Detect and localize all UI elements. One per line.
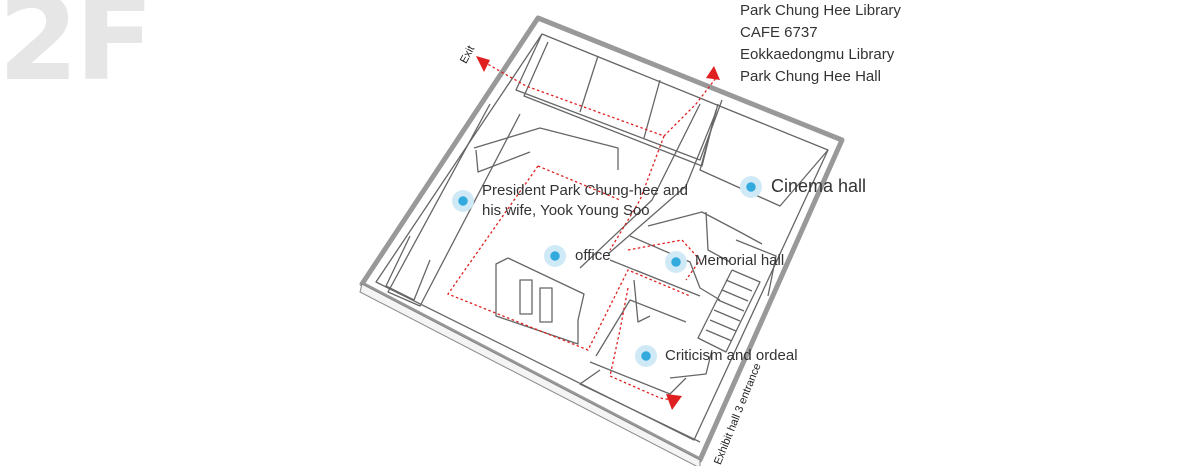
exit-arrow-icon (706, 66, 720, 80)
destination-item[interactable]: CAFE 6737 (740, 24, 818, 41)
destination-item[interactable]: Park Chung Hee Hall (740, 68, 881, 85)
room-label-cinema-hall[interactable]: Cinema hall (771, 176, 867, 196)
building-base (359, 283, 701, 466)
entrance-arrow-icon (666, 394, 682, 410)
room-pin-icon (740, 176, 762, 198)
stairs (697, 239, 777, 353)
destination-list: Park Chung Hee Library CAFE 6737 Eokkaed… (740, 0, 901, 88)
room-label-memorial-hall[interactable]: Memorial hall (695, 252, 785, 269)
room-label-office[interactable]: office (575, 247, 611, 264)
room-pin-icon (665, 251, 687, 273)
room-label-criticism[interactable]: Criticism and ordeal (665, 347, 798, 364)
room-pin-icon (635, 345, 657, 367)
destination-item[interactable]: Eokkaedongmu Library (740, 46, 895, 63)
walking-route (446, 61, 717, 401)
exit-arrow-icon (476, 56, 490, 72)
interior-walls (375, 33, 829, 443)
destination-item[interactable]: Park Chung Hee Library (740, 2, 901, 19)
room-label-president[interactable]: President Park Chung-hee and his wife, Y… (482, 182, 688, 219)
room-pin-icon (544, 245, 566, 267)
floor-label: 2F (0, 0, 154, 107)
room-pin-icon (452, 190, 474, 212)
